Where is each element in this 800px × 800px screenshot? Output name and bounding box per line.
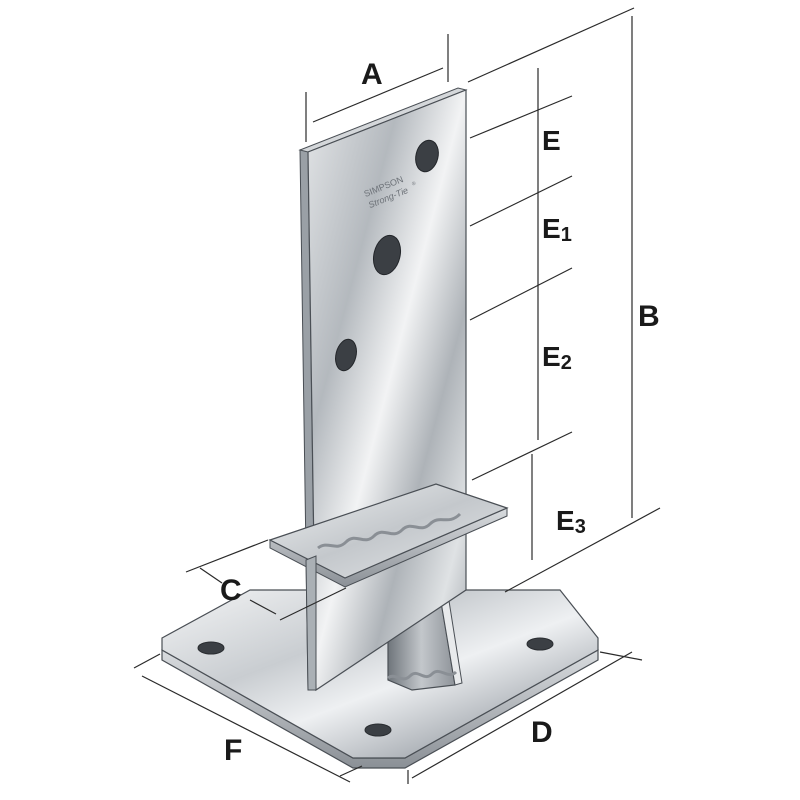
- dim-c-line-left: [199, 567, 223, 584]
- main-post: SIMPSON Strong-Tie ®: [298, 87, 468, 692]
- label-e1: E1: [542, 213, 572, 246]
- label-e3: E3: [556, 505, 586, 538]
- dim-d-ext-right: [599, 651, 643, 661]
- dim-f-ext-right: [339, 765, 363, 777]
- base-hole-left: [197, 641, 225, 655]
- dim-c-ext-top: [185, 539, 269, 573]
- dimension-labels: A B E E1 E2 E3 C F D: [220, 58, 660, 767]
- base-hole-front: [364, 723, 392, 737]
- label-e2: E2: [542, 341, 572, 374]
- base-hole-right: [526, 637, 554, 651]
- rib-weld: [387, 669, 458, 681]
- dim-b-ext-top: [467, 7, 635, 83]
- dim-c-line-right: [249, 599, 277, 615]
- brand-registered-mark: ®: [411, 179, 417, 187]
- dim-a-line: [312, 67, 444, 123]
- shelf-plate: [268, 483, 509, 691]
- dim-e-ext-3: [469, 267, 573, 321]
- shelf-plate-top: [268, 483, 509, 579]
- dim-e-ext-4: [471, 431, 573, 481]
- label-e: E: [542, 125, 561, 156]
- dim-f-ext-left: [133, 653, 161, 669]
- label-f: F: [224, 734, 242, 767]
- dim-c-ext-bottom: [279, 587, 347, 621]
- dimension-lines: [133, 7, 661, 784]
- dim-e-ext-2: [469, 175, 573, 227]
- dim-e-ext-1: [469, 95, 573, 139]
- label-c: C: [220, 574, 242, 607]
- label-d: D: [531, 716, 553, 749]
- dim-f-line: [141, 675, 351, 783]
- post-hole-lower: [335, 338, 357, 372]
- dim-b-ext-bottom: [504, 507, 661, 593]
- shelf-weld: [317, 512, 462, 550]
- dim-d-line: [411, 651, 633, 779]
- post-hole-middle: [372, 234, 402, 276]
- label-b: B: [638, 300, 660, 333]
- post-lower-segment: [305, 555, 317, 691]
- label-a: A: [361, 58, 383, 91]
- post-hole-top: [415, 139, 439, 173]
